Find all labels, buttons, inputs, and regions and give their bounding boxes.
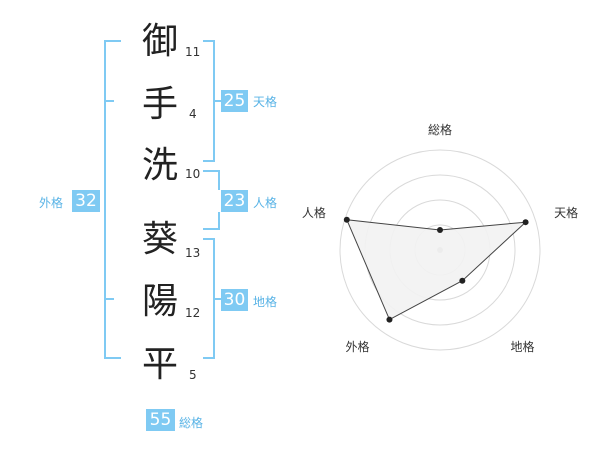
tenkaku-bracket-top <box>203 40 215 42</box>
jinkaku-bracket-vertical-upper <box>218 170 220 190</box>
radar-ring-4 <box>339 149 541 351</box>
tenkaku-bracket-connector <box>213 100 221 102</box>
chikaku-value-box: 30 <box>221 289 248 311</box>
stroke-count-2: 4 <box>189 107 197 121</box>
jinkaku-bracket-top <box>203 170 220 172</box>
jinkaku-bracket-vertical-lower <box>218 212 220 230</box>
radar-axis-label-1: 総格 <box>428 122 452 137</box>
name-char-3: 洗 <box>141 145 178 186</box>
radar-point-3 <box>459 277 466 284</box>
radar-point-4 <box>386 316 393 323</box>
chikaku-bracket-bottom <box>203 357 215 359</box>
stroke-count-1: 11 <box>185 45 201 59</box>
tenkaku-bracket-bottom <box>203 160 215 162</box>
soukaku-value-box: 55 <box>146 409 175 431</box>
radar-axis-label-4: 外格 <box>345 339 369 354</box>
tenkaku-label: 天格 <box>253 95 278 109</box>
radar-points <box>343 216 529 323</box>
stroke-count-6: 5 <box>189 368 197 382</box>
radar-axis-label-2: 天格 <box>554 205 578 220</box>
chikaku-bracket-top <box>203 238 215 240</box>
name-char-2: 手 <box>141 84 178 125</box>
radar-axis-label-3: 地格 <box>511 339 535 354</box>
stroke-count-4: 13 <box>185 246 201 260</box>
stroke-count-3: 10 <box>185 167 201 181</box>
chikaku-bracket-connector <box>213 298 221 300</box>
radar-point-5 <box>343 216 350 223</box>
outer-bracket-tick-1 <box>104 100 114 102</box>
outer-bracket-top <box>104 40 121 42</box>
jinkaku-label: 人格 <box>253 196 278 210</box>
radar-axis-label-5: 人格 <box>302 205 326 220</box>
outer-bracket-bottom <box>104 357 121 359</box>
jinkaku-value-box: 23 <box>221 190 248 212</box>
tenkaku-value-box: 25 <box>221 90 248 112</box>
outer-bracket-tick-2 <box>104 298 114 300</box>
jinkaku-bracket-bottom <box>203 228 220 230</box>
name-char-1: 御 <box>141 21 178 62</box>
chikaku-label: 地格 <box>253 295 278 309</box>
name-char-4: 葵 <box>141 219 178 260</box>
gaikaku-value-box: 32 <box>72 190 100 212</box>
radar-point-1 <box>437 227 443 233</box>
stroke-count-5: 12 <box>185 306 201 320</box>
radar-polygon <box>346 219 528 321</box>
outer-bracket-vertical <box>104 40 106 359</box>
radar-point-2 <box>522 219 529 226</box>
soukaku-label: 総格 <box>179 416 204 430</box>
name-char-6: 平 <box>141 344 178 385</box>
gaikaku-label: 外格 <box>39 196 64 210</box>
name-char-5: 陽 <box>141 281 178 322</box>
